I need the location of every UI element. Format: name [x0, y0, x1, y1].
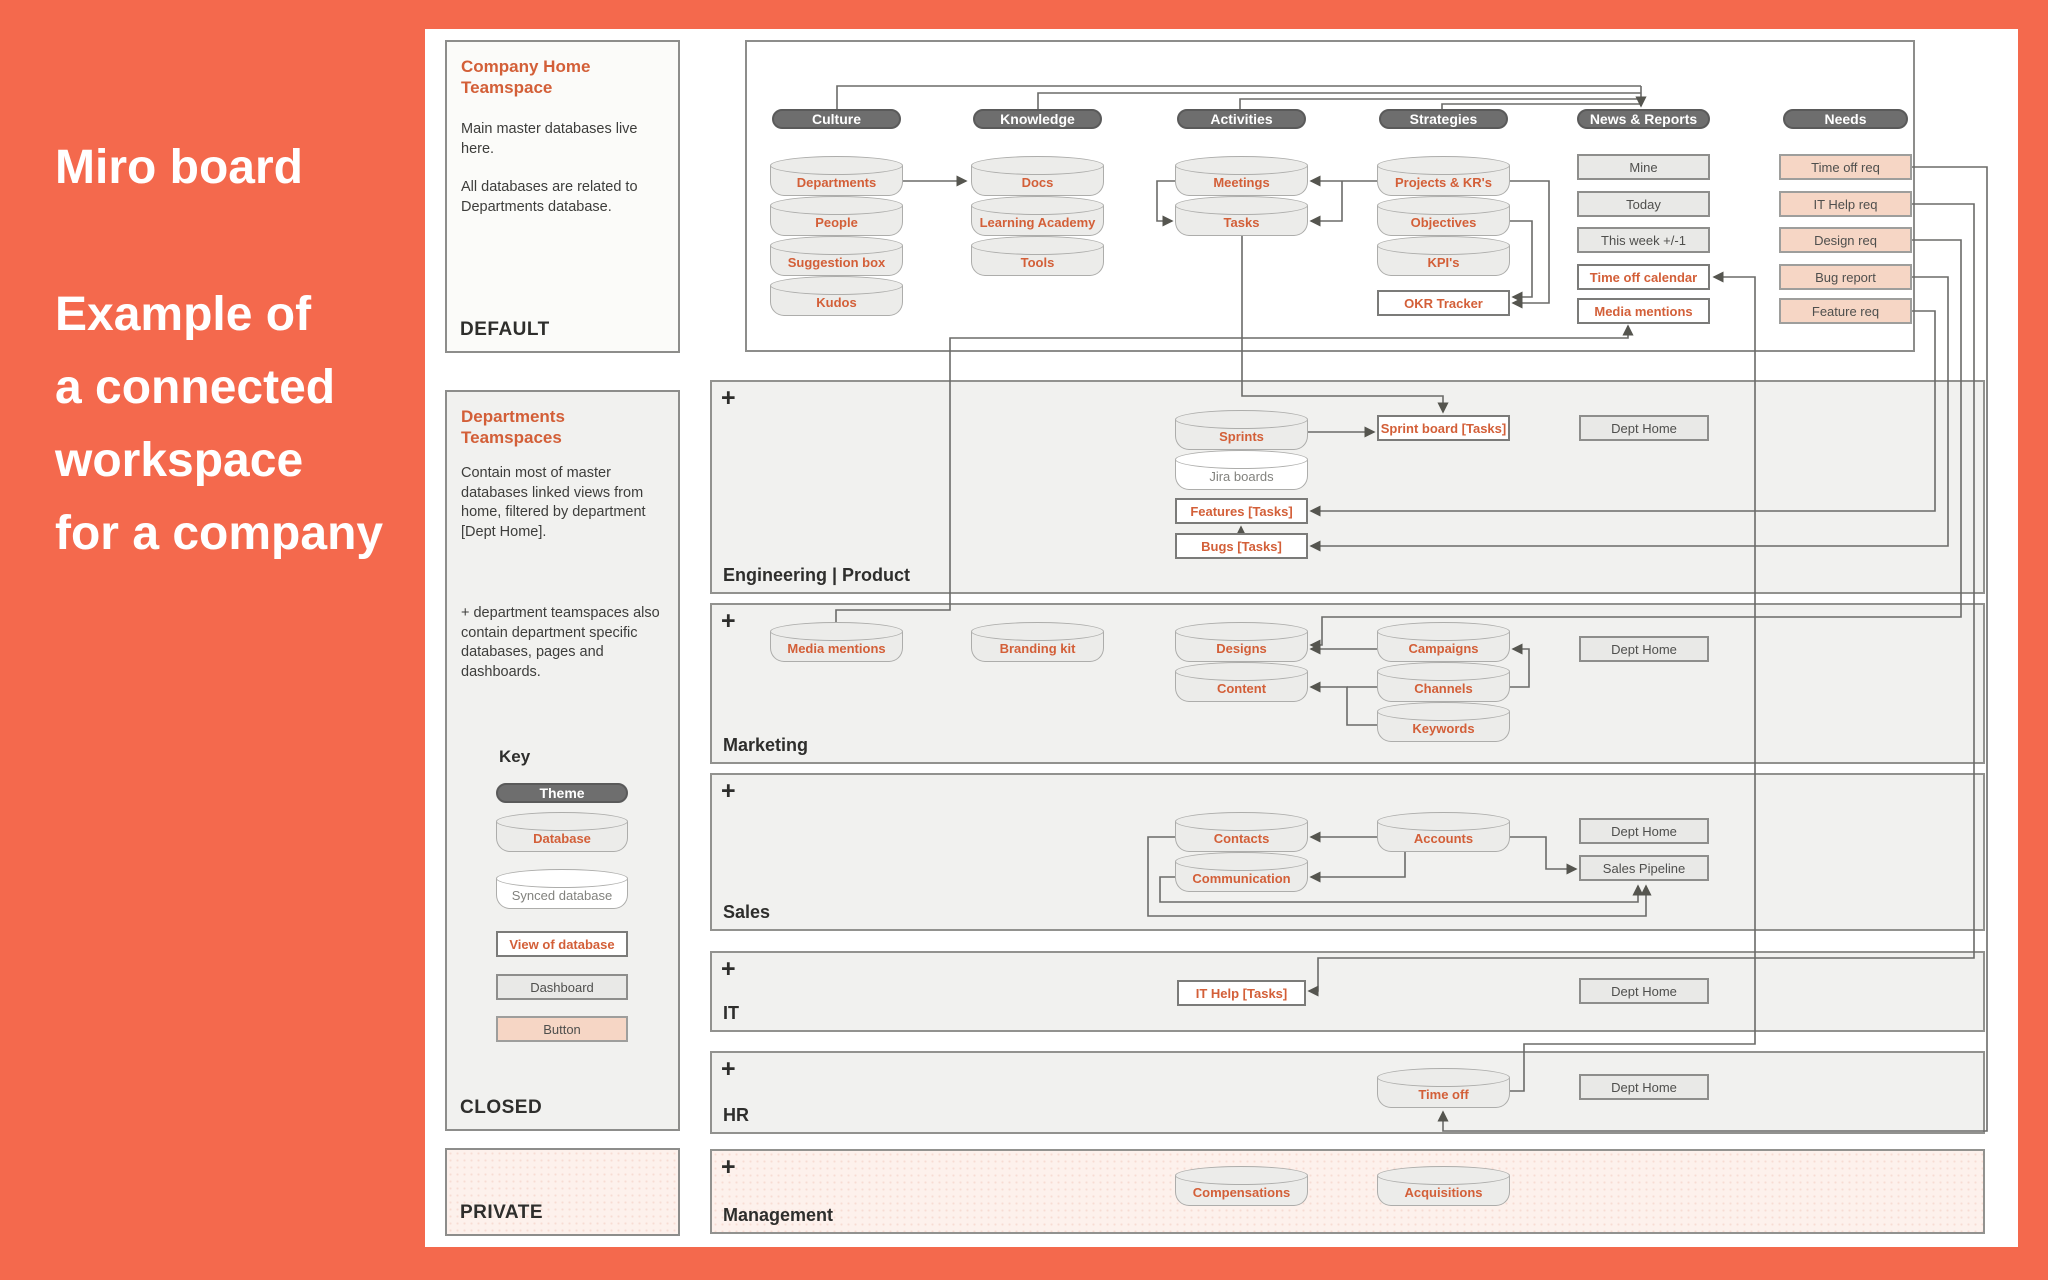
dashboard-dept-home-sales[interactable]: Dept Home	[1579, 818, 1709, 844]
plus-icon: +	[721, 1055, 736, 1083]
button-it-help-req[interactable]: IT Help req	[1779, 191, 1912, 217]
database-docs[interactable]: Docs	[971, 156, 1104, 196]
dashboard-today[interactable]: Today	[1577, 191, 1710, 217]
view-sprint-board[interactable]: Sprint board [Tasks]	[1377, 415, 1510, 441]
theme-needs[interactable]: Needs	[1783, 109, 1908, 129]
database-campaigns[interactable]: Campaigns	[1377, 622, 1510, 662]
teamspace-visibility-label: CLOSED	[460, 1097, 543, 1118]
key-database-shape[interactable]: Database	[496, 812, 628, 852]
key-button-shape[interactable]: Button	[496, 1016, 628, 1042]
plus-icon: +	[721, 607, 736, 635]
theme-culture[interactable]: Culture	[772, 109, 901, 129]
teamspace-visibility-label: PRIVATE	[460, 1202, 544, 1223]
plus-icon: +	[721, 777, 736, 805]
dashboard-mine[interactable]: Mine	[1577, 154, 1710, 180]
section-engineering: + Engineering | Product	[710, 380, 1985, 594]
plus-icon: +	[721, 384, 736, 412]
panel-departments: Departments Teamspaces Contain most of m…	[445, 390, 680, 1131]
database-sprints[interactable]: Sprints	[1175, 410, 1308, 450]
button-time-off-req[interactable]: Time off req	[1779, 154, 1912, 180]
dashboard-dept-home-it[interactable]: Dept Home	[1579, 978, 1709, 1004]
view-features-tasks[interactable]: Features [Tasks]	[1175, 498, 1308, 524]
database-departments[interactable]: Departments	[770, 156, 903, 196]
panel-title: Departments Teamspaces	[461, 407, 565, 448]
synced-database-jira-boards[interactable]: Jira boards	[1175, 450, 1308, 490]
database-designs[interactable]: Designs	[1175, 622, 1308, 662]
section-marketing: + Marketing	[710, 603, 1985, 764]
database-keywords[interactable]: Keywords	[1377, 702, 1510, 742]
button-bug-report[interactable]: Bug report	[1779, 264, 1912, 290]
database-channels[interactable]: Channels	[1377, 662, 1510, 702]
button-design-req[interactable]: Design req	[1779, 227, 1912, 253]
theme-knowledge[interactable]: Knowledge	[973, 109, 1102, 129]
panel-company-home: Company Home Teamspace Main master datab…	[445, 40, 680, 353]
plus-icon: +	[721, 955, 736, 983]
view-it-help-tasks[interactable]: IT Help [Tasks]	[1177, 980, 1306, 1006]
key-synced-database-shape[interactable]: Synced database	[496, 869, 628, 909]
database-suggestion-box[interactable]: Suggestion box	[770, 236, 903, 276]
dashboard-this-week[interactable]: This week +/-1	[1577, 227, 1710, 253]
database-compensations[interactable]: Compensations	[1175, 1166, 1308, 1206]
teamspace-visibility-label: DEFAULT	[460, 319, 550, 340]
database-accounts[interactable]: Accounts	[1377, 812, 1510, 852]
database-communication[interactable]: Communication	[1175, 852, 1308, 892]
board-title: Miro board	[55, 141, 303, 194]
dashboard-dept-home-engineering[interactable]: Dept Home	[1579, 415, 1709, 441]
panel-body: All databases are related to Departments…	[461, 179, 638, 215]
database-time-off[interactable]: Time off	[1377, 1068, 1510, 1108]
plus-icon: +	[721, 1153, 736, 1181]
database-media-mentions[interactable]: Media mentions	[770, 622, 903, 662]
panel-private: PRIVATE	[445, 1148, 680, 1236]
panel-body: Main master databases live here.	[461, 121, 638, 157]
section-management: + Management	[710, 1149, 1985, 1234]
panel-body: Contain most of master databases linked …	[461, 465, 646, 540]
view-okr-tracker[interactable]: OKR Tracker	[1377, 290, 1510, 316]
key-view-shape[interactable]: View of database	[496, 931, 628, 957]
dashboard-dept-home-marketing[interactable]: Dept Home	[1579, 636, 1709, 662]
board-subtitle: Example of a connected workspace for a c…	[55, 288, 384, 560]
panel-body: + department teamspaces also contain dep…	[461, 605, 660, 680]
section-sales: + Sales	[710, 773, 1985, 931]
database-people[interactable]: People	[770, 196, 903, 236]
database-kpis[interactable]: KPI's	[1377, 236, 1510, 276]
theme-news-reports[interactable]: News & Reports	[1577, 109, 1710, 129]
button-feature-req[interactable]: Feature req	[1779, 298, 1912, 324]
section-hr: + HR	[710, 1051, 1985, 1134]
database-content[interactable]: Content	[1175, 662, 1308, 702]
key-theme-shape[interactable]: Theme	[496, 783, 628, 803]
view-bugs-tasks[interactable]: Bugs [Tasks]	[1175, 533, 1308, 559]
dashboard-sales-pipeline[interactable]: Sales Pipeline	[1579, 855, 1709, 881]
database-branding-kit[interactable]: Branding kit	[971, 622, 1104, 662]
database-tools[interactable]: Tools	[971, 236, 1104, 276]
database-projects-krs[interactable]: Projects & KR's	[1377, 156, 1510, 196]
section-it: + IT	[710, 951, 1985, 1032]
database-contacts[interactable]: Contacts	[1175, 812, 1308, 852]
database-learning-academy[interactable]: Learning Academy	[971, 196, 1104, 236]
company-home-container	[745, 40, 1915, 352]
database-objectives[interactable]: Objectives	[1377, 196, 1510, 236]
key-dashboard-shape[interactable]: Dashboard	[496, 974, 628, 1000]
view-media-mentions[interactable]: Media mentions	[1577, 298, 1710, 324]
database-acquisitions[interactable]: Acquisitions	[1377, 1166, 1510, 1206]
key-title: Key	[499, 747, 531, 766]
theme-activities[interactable]: Activities	[1177, 109, 1306, 129]
panel-title: Company Home Teamspace	[461, 57, 591, 98]
database-tasks[interactable]: Tasks	[1175, 196, 1308, 236]
database-kudos[interactable]: Kudos	[770, 276, 903, 316]
view-time-off-calendar[interactable]: Time off calendar	[1577, 264, 1710, 290]
database-meetings[interactable]: Meetings	[1175, 156, 1308, 196]
dashboard-dept-home-hr[interactable]: Dept Home	[1579, 1074, 1709, 1100]
theme-strategies[interactable]: Strategies	[1379, 109, 1508, 129]
